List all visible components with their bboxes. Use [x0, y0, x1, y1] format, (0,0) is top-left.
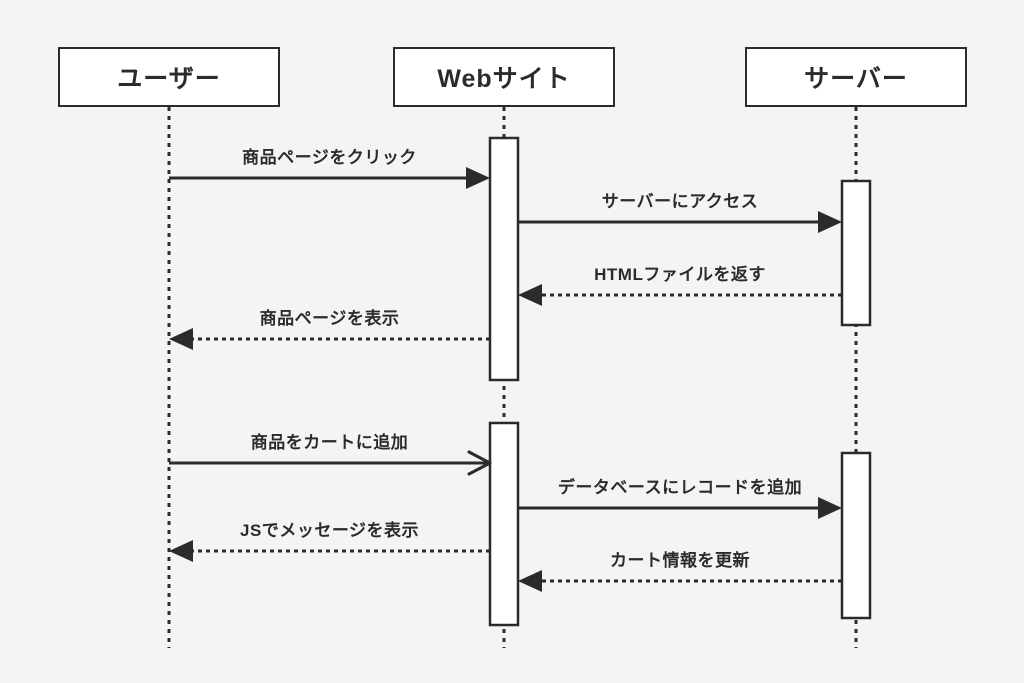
arrowhead-filled-2: [518, 284, 542, 306]
message-label: カート情報を更新: [610, 551, 750, 570]
message-label: データベースにレコードを追加: [557, 478, 803, 497]
actor-box-user: ユーザー: [58, 47, 280, 107]
message-label: HTMLファイルを返す: [594, 265, 766, 284]
message-label: サーバーにアクセス: [601, 192, 759, 211]
activation-bar-server: [840, 451, 872, 620]
arrowhead-filled-0: [466, 167, 490, 189]
message-label: JSでメッセージを表示: [240, 521, 419, 540]
actor-label-user: ユーザー: [117, 65, 221, 93]
arrowhead-open-4: [467, 450, 492, 476]
actor-label-server: サーバー: [804, 65, 908, 93]
arrowhead-filled-5: [818, 497, 842, 519]
arrowhead-filled-1: [818, 211, 842, 233]
arrowhead-filled-6: [169, 540, 193, 562]
activation-bar-website: [488, 421, 520, 627]
arrowhead-filled-3: [169, 328, 193, 350]
message-label: 商品ページをクリック: [242, 148, 417, 167]
message-label: 商品ページを表示: [259, 309, 400, 328]
arrowhead-filled-7: [518, 570, 542, 592]
actor-box-server: サーバー: [745, 47, 967, 107]
actor-box-website: Webサイト: [393, 47, 615, 107]
activation-bar-server: [840, 179, 872, 327]
actor-label-website: Webサイト: [437, 65, 571, 93]
activation-bar-website: [488, 136, 520, 382]
message-label: 商品をカートに追加: [250, 433, 409, 452]
